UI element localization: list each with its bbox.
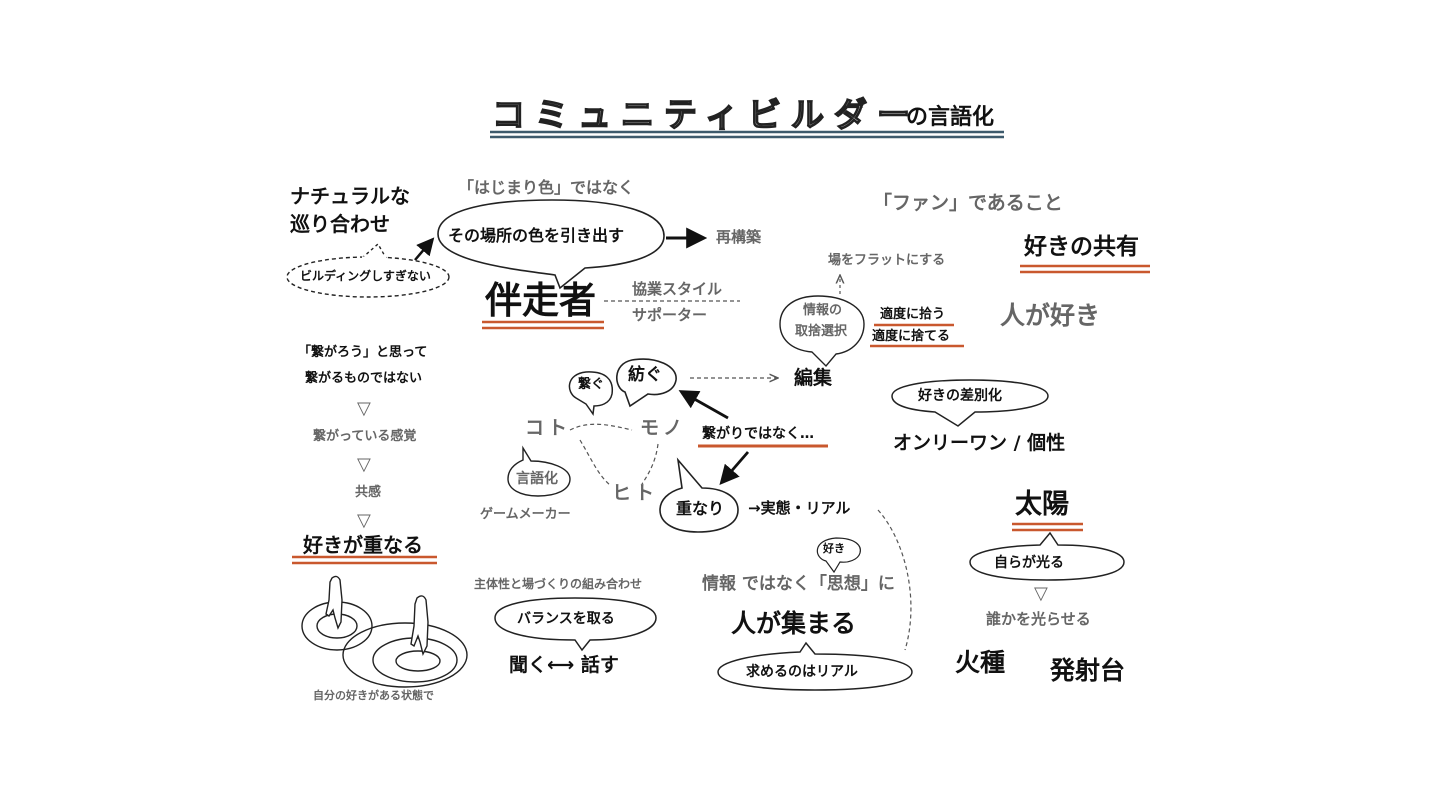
mono-hito-curve <box>641 443 659 485</box>
kasanari-bubble <box>659 457 739 533</box>
jouhou-line2: 取捨選択 <box>795 324 848 339</box>
jittai-to-motomeru-curve <box>877 509 912 651</box>
title-underline <box>490 130 1004 139</box>
motomeru-label: 求めるのはリアル <box>746 664 858 680</box>
bansousha-underline <box>482 320 604 330</box>
hidane-label: 火種 <box>955 648 1006 677</box>
arrow-tsunagari-to-tsumugu <box>678 390 729 420</box>
dareka-label: 誰かを光らせる <box>986 610 1091 628</box>
people-figures <box>301 575 468 688</box>
gengoka-bubble <box>507 445 571 497</box>
balance-label: バランスを取る <box>517 611 615 627</box>
natural-line2: 巡り合わせ <box>290 212 390 236</box>
suki-kyouyuu-underline <box>1020 264 1150 274</box>
jouhou-line1: 情報の <box>803 303 843 318</box>
suki-small-label: 好き <box>823 542 845 555</box>
onlyone-label: オンリーワン / 個性 <box>893 432 1066 454</box>
koto-label: コト <box>525 417 572 439</box>
motomeru-bubble <box>717 641 913 691</box>
suki-small-bubble <box>816 537 861 574</box>
tsumugu-label: 紡ぐ <box>628 365 662 385</box>
fan-label: 「ファン」であること <box>873 192 1063 214</box>
natural-line1: ナチュラルな <box>290 184 410 208</box>
mizukara-label: 自らが光る <box>994 555 1064 571</box>
kasanari-label: 重なり <box>676 499 725 518</box>
hassha-label: 発射台 <box>1050 656 1126 685</box>
game-label: ゲームメーカー <box>480 507 571 522</box>
henshu-label: 編集 <box>794 367 833 389</box>
kankaku-label: 繋がっている感覚 <box>313 429 417 444</box>
jittai-label: →実態・リアル <box>748 499 851 517</box>
tsumugu-bubble <box>616 358 677 408</box>
suki-kasanaru-label: 好きが重なる <box>303 533 423 557</box>
jibun-label: 自分の好きがある状態で <box>313 689 434 702</box>
hito-atsumaru-label: 人が集まる <box>731 609 857 638</box>
page-title: コミュニティビルダー <box>491 95 921 134</box>
tsunagaro-line2: 繋がるものではない <box>305 371 423 386</box>
hito-suki-label: 人が好き <box>1000 301 1101 330</box>
taiyou-underline <box>1012 522 1083 532</box>
tsunagaro-line1: 「繋がろう」と思って <box>298 345 428 360</box>
jouhou-bubble <box>779 295 865 368</box>
arrow-building-to-basho <box>414 237 435 261</box>
kyougyou-label: 協業スタイル <box>632 280 723 298</box>
balance-bubble <box>494 597 657 652</box>
hito-label: ヒト <box>612 482 659 504</box>
koto-mono-curve <box>569 423 633 431</box>
ba-flat-label: 場をフラットにする <box>828 253 946 268</box>
suki-sabetsuka-label: 好きの差別化 <box>918 388 1002 404</box>
gengoka-label: 言語化 <box>516 471 558 487</box>
suki-kasanaru-underline <box>292 555 437 565</box>
tekido-suteru-label: 適度に捨てる <box>872 329 951 344</box>
triangle-2: ▽ <box>357 454 371 475</box>
basho-bubble <box>437 199 665 290</box>
bansousha-label: 伴走者 <box>485 279 596 322</box>
kiku-hanasu-label: 聞く⟷ 話す <box>509 654 619 676</box>
right-triangle: ▽ <box>1034 583 1048 604</box>
triangle-1: ▽ <box>357 398 371 419</box>
koto-hito-curve <box>579 439 611 486</box>
tekido-hirou-label: 適度に拾う <box>880 307 946 322</box>
saikouchiku-label: 再構築 <box>716 228 762 246</box>
kyoukan-label: 共感 <box>355 485 382 500</box>
tsunagu-small-label: 繋ぐ <box>578 377 605 392</box>
page-title-suffix: の言語化 <box>906 105 995 130</box>
building-bubble <box>286 242 450 298</box>
hajimari-label: 「はじまり色」ではなく <box>458 178 635 197</box>
suki-sabetsuka-bubble <box>891 379 1049 427</box>
arrow-tsunagari-to-kasanari <box>719 451 750 485</box>
shutaisei-label: 主体性と場づくりの組み合わせ <box>474 577 643 591</box>
mono-label: モノ <box>640 417 687 439</box>
building-label: ビルディングしすぎない <box>300 269 431 283</box>
tsunagari-label: 繋がりではなく… <box>702 426 814 442</box>
suki-kyouyuu-label: 好きの共有 <box>1024 234 1139 260</box>
jouhou-shisou-label: 情報 ではなく「思想」に <box>702 574 895 594</box>
mizukara-bubble <box>969 531 1125 581</box>
basho-label: その場所の色を引き出す <box>448 226 625 245</box>
supporter-label: サポーター <box>632 306 708 324</box>
triangle-3: ▽ <box>357 510 371 531</box>
tsunagu-bubble <box>568 371 614 417</box>
taiyou-label: 太陽 <box>1015 489 1069 520</box>
